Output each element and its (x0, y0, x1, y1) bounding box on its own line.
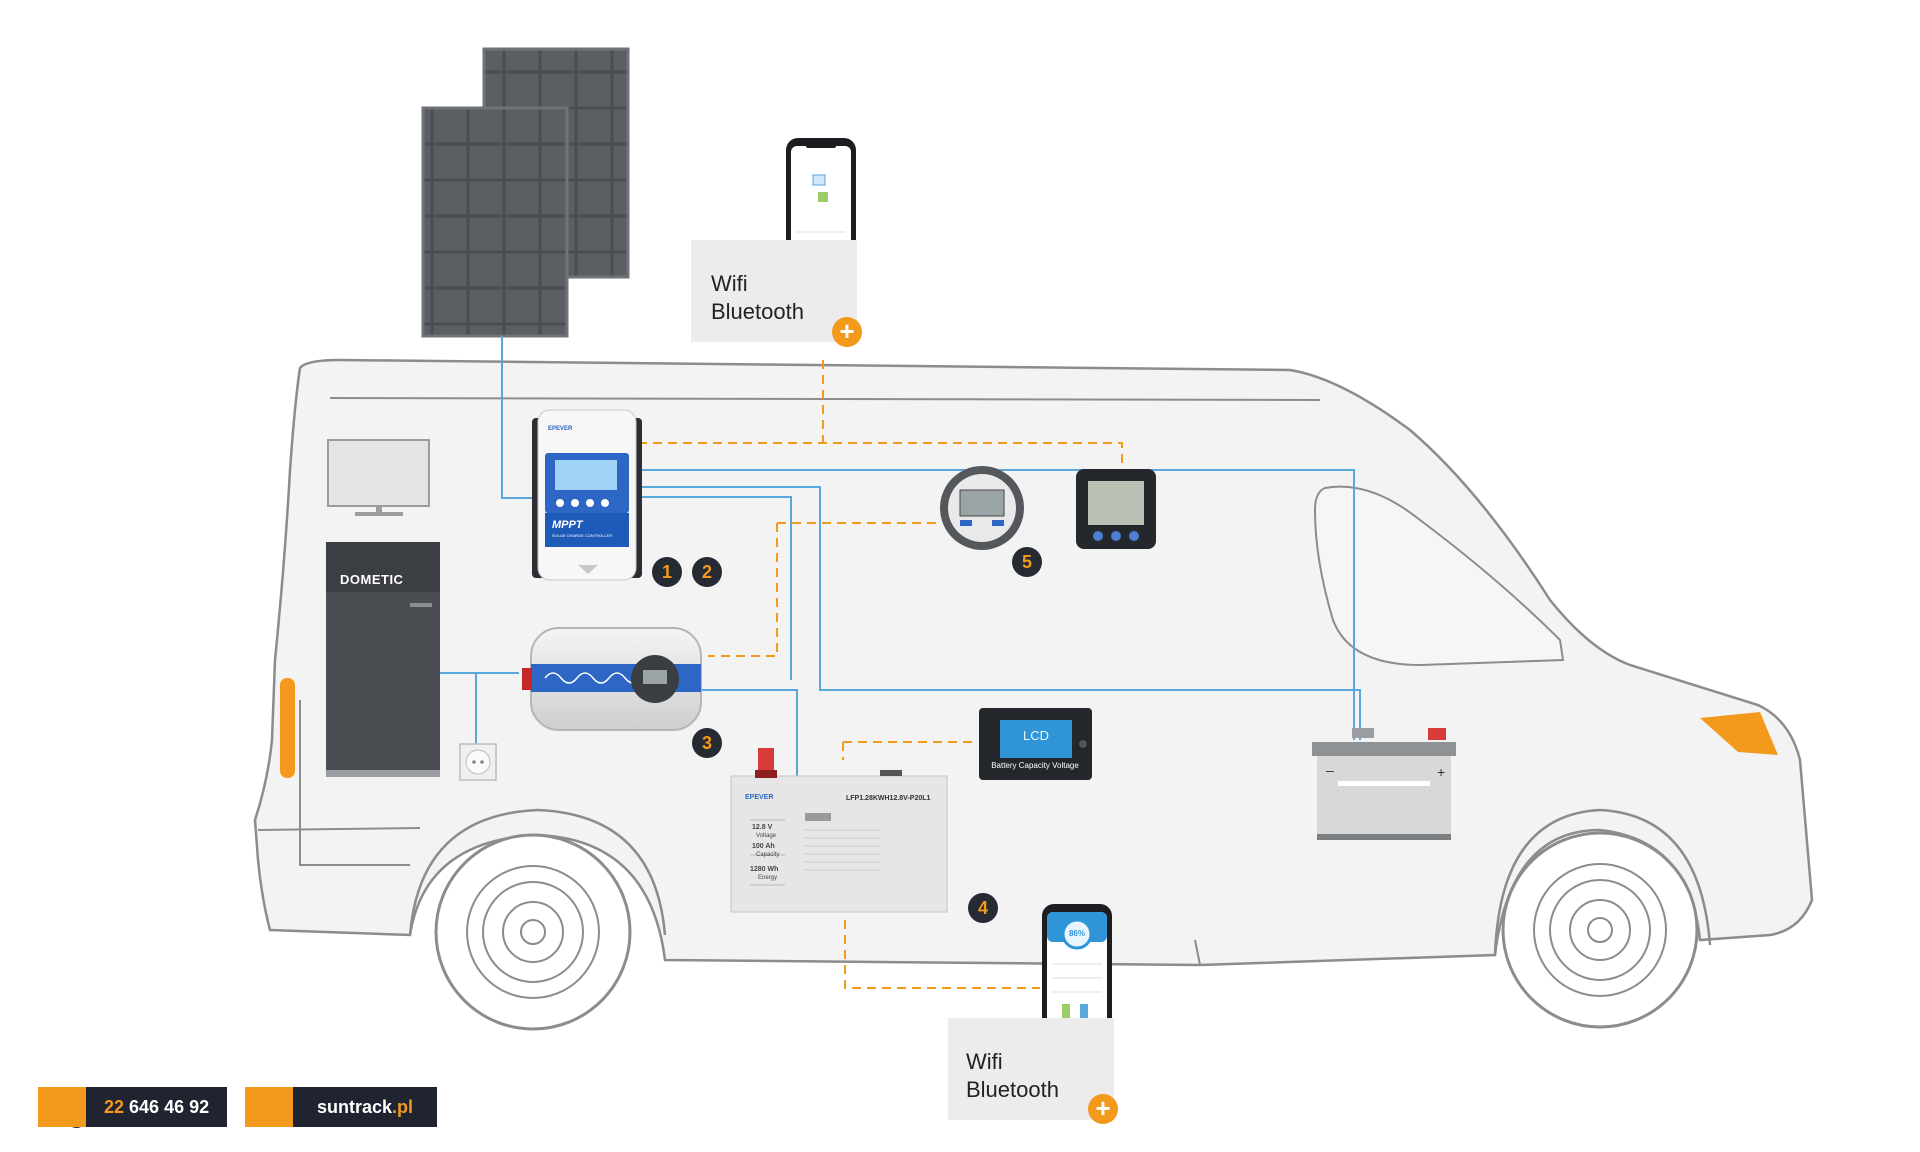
site-main: suntrack (317, 1096, 393, 1117)
remote-meter-square (1076, 469, 1156, 549)
phone-icon-slot (38, 1087, 86, 1127)
wifi-label: Wifi (966, 1049, 1003, 1074)
battery-voltage-label: Voltage (756, 833, 777, 839)
battery-energy: 1280 Wh (750, 866, 779, 873)
badge-3: 3 (692, 728, 722, 758)
phone-prefix: 22 (104, 1096, 125, 1117)
socket-icon (459, 743, 497, 781)
battery-monitor (979, 708, 1092, 780)
battery-model: LFP1.28KWH12.8V-P20L1 (846, 795, 931, 802)
battery-voltage: 12.8 V (752, 824, 773, 831)
front-wheel (1501, 831, 1699, 1029)
svg-text:–: – (1326, 762, 1334, 778)
bluetooth-label: Bluetooth (966, 1077, 1059, 1102)
battery-icon: – + (1312, 728, 1456, 840)
fridge-brand: DOMETIC (340, 572, 404, 587)
plus-icon[interactable]: + (832, 317, 862, 347)
wifi-bluetooth-box-top: Wifi Bluetooth (691, 240, 857, 342)
badge-2: 2 (692, 557, 722, 587)
phone-app-bottom (1042, 904, 1112, 1052)
site-tld: .pl (392, 1096, 414, 1117)
communication-wiring (638, 360, 1123, 989)
badge-1: 1 (652, 557, 682, 587)
controller-label: MPPT (552, 519, 583, 531)
phone-soc: 86% (1068, 929, 1085, 938)
dc-wiring (440, 336, 1361, 776)
badge-5: 5 (1012, 547, 1042, 577)
rear-wheel (434, 833, 632, 1031)
lcd-word: LCD (1022, 728, 1049, 743)
phone-number: 646 46 92 (124, 1096, 210, 1117)
controller-sublabel: SOLAR CHARGE CONTROLLER (552, 533, 613, 538)
battery-monitor-caption: Battery Capacity Voltage (991, 761, 1079, 770)
battery-brand: EPEVER (745, 794, 774, 801)
tv-icon (327, 439, 430, 516)
fridge (326, 542, 440, 777)
bluetooth-label: Bluetooth (711, 299, 804, 324)
phone-contact[interactable]: 22 646 46 92 (38, 1087, 228, 1127)
solar-panel-icon (421, 47, 630, 338)
battery-capacity-label: Capacity (756, 852, 780, 858)
badge-4: 4 (968, 893, 998, 923)
mppt-controller (532, 409, 642, 581)
website-link[interactable]: suntrack .pl (245, 1087, 438, 1127)
lifepo4-battery (730, 748, 948, 913)
controller-brand: EPEVER (548, 426, 573, 432)
link-icon-slot (245, 1087, 293, 1127)
battery-capacity: 100 Ah (752, 843, 775, 850)
battery-energy-label: Energy (758, 875, 778, 881)
inverter (522, 627, 702, 731)
remote-meter-round (940, 466, 1024, 550)
svg-text:+: + (1437, 764, 1445, 780)
wifi-label: Wifi (711, 271, 748, 296)
plus-icon[interactable]: + (1088, 1094, 1118, 1124)
wifi-bluetooth-box-bottom: Wifi Bluetooth (948, 1018, 1114, 1120)
